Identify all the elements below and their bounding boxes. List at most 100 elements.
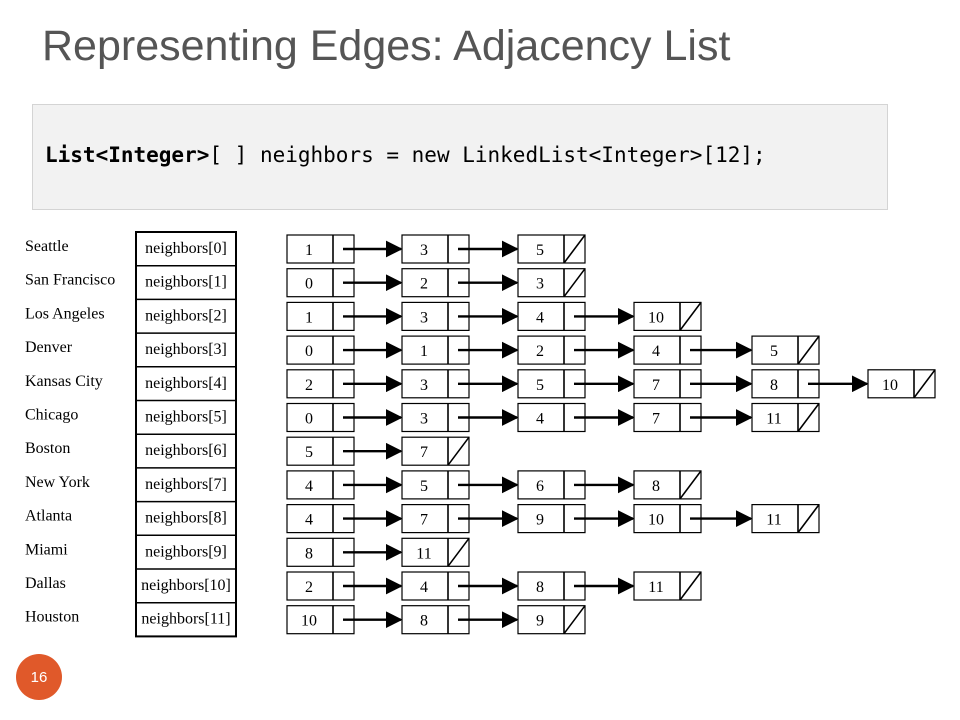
code-box: List<Integer>[ ] neighbors = new LinkedL… bbox=[32, 104, 888, 210]
node-value: 6 bbox=[536, 478, 544, 495]
node-value: 11 bbox=[648, 579, 663, 596]
city-label: Atlanta bbox=[25, 508, 72, 525]
city-label: New York bbox=[25, 474, 90, 491]
city-label: Seattle bbox=[25, 238, 69, 255]
array-cell-label: neighbors[4] bbox=[145, 375, 227, 392]
neighbors-array: neighbors[0]neighbors[1]neighbors[2]neig… bbox=[135, 231, 237, 638]
null-pointer-slash bbox=[913, 369, 936, 399]
node-value: 4 bbox=[652, 343, 660, 360]
list-node bbox=[401, 504, 470, 534]
array-cell-label: neighbors[10] bbox=[141, 577, 231, 594]
list-node bbox=[751, 369, 820, 399]
node-value: 1 bbox=[305, 242, 313, 259]
city-label: Boston bbox=[25, 440, 70, 457]
list-node bbox=[401, 301, 470, 331]
null-pointer-slash bbox=[679, 301, 702, 331]
node-value: 1 bbox=[420, 343, 428, 360]
node-value: 4 bbox=[536, 411, 544, 428]
null-pointer-slash bbox=[563, 268, 586, 298]
slide-title: Representing Edges: Adjacency List bbox=[42, 22, 731, 70]
list-node bbox=[401, 571, 470, 601]
node-value: 8 bbox=[536, 579, 544, 596]
array-cell-label: neighbors[3] bbox=[145, 341, 227, 358]
list-node bbox=[633, 504, 702, 534]
list-node bbox=[517, 470, 586, 500]
list-node bbox=[401, 470, 470, 500]
list-node bbox=[517, 504, 586, 534]
node-value: 5 bbox=[536, 377, 544, 394]
node-value: 2 bbox=[420, 276, 428, 293]
list-node bbox=[633, 571, 702, 601]
null-pointer-slash bbox=[447, 537, 470, 567]
array-cell-label: neighbors[5] bbox=[145, 409, 227, 426]
list-node bbox=[286, 537, 355, 567]
array-cell-label: neighbors[7] bbox=[145, 476, 227, 493]
node-value: 11 bbox=[766, 411, 781, 428]
node-value: 2 bbox=[536, 343, 544, 360]
node-value: 3 bbox=[536, 276, 544, 293]
null-pointer-slash bbox=[563, 234, 586, 264]
null-pointer-slash bbox=[679, 470, 702, 500]
list-node bbox=[633, 369, 702, 399]
node-value: 0 bbox=[305, 276, 313, 293]
node-value: 9 bbox=[536, 512, 544, 529]
array-cell-label: neighbors[0] bbox=[145, 240, 227, 257]
list-node bbox=[401, 369, 470, 399]
list-node bbox=[286, 571, 355, 601]
node-value: 5 bbox=[305, 444, 313, 461]
node-value: 9 bbox=[536, 613, 544, 630]
city-label: Denver bbox=[25, 339, 73, 356]
list-node bbox=[286, 335, 355, 365]
list-node bbox=[517, 301, 586, 331]
node-value: 0 bbox=[305, 411, 313, 428]
code-type: List<Integer> bbox=[45, 143, 210, 167]
code-line: List<Integer>[ ] neighbors = new LinkedL… bbox=[45, 143, 766, 167]
node-value: 2 bbox=[305, 377, 313, 394]
node-value: 4 bbox=[536, 309, 544, 326]
null-pointer-slash bbox=[563, 605, 586, 635]
null-pointer-slash bbox=[797, 403, 820, 432]
null-pointer-slash bbox=[797, 504, 820, 534]
node-value: 10 bbox=[882, 377, 898, 394]
list-node bbox=[633, 402, 702, 433]
node-value: 7 bbox=[420, 444, 428, 461]
list-node bbox=[286, 268, 355, 298]
list-node bbox=[286, 470, 355, 500]
node-value: 4 bbox=[305, 512, 313, 529]
node-value: 3 bbox=[420, 242, 428, 259]
node-value: 3 bbox=[420, 309, 428, 326]
node-value: 7 bbox=[652, 377, 660, 394]
array-cell-label: neighbors[6] bbox=[145, 442, 227, 459]
list-node bbox=[286, 369, 355, 399]
node-value: 4 bbox=[420, 579, 428, 596]
node-value: 7 bbox=[652, 411, 660, 428]
list-node bbox=[286, 504, 355, 534]
null-pointer-slash bbox=[797, 335, 820, 365]
null-pointer-slash bbox=[679, 571, 702, 601]
list-node bbox=[401, 234, 470, 264]
slide-number-badge: 16 bbox=[16, 654, 62, 700]
city-label: San Francisco bbox=[25, 272, 115, 289]
node-value: 10 bbox=[648, 309, 664, 326]
list-node bbox=[286, 605, 355, 635]
node-value: 3 bbox=[420, 377, 428, 394]
node-value: 5 bbox=[536, 242, 544, 259]
array-cell-label: neighbors[8] bbox=[145, 510, 227, 527]
list-node bbox=[401, 268, 470, 298]
node-value: 11 bbox=[766, 512, 781, 529]
node-value: 8 bbox=[770, 377, 778, 394]
node-value: 3 bbox=[420, 411, 428, 428]
code-rest: [ ] neighbors = new LinkedList<Integer>[… bbox=[209, 143, 766, 167]
city-label: Houston bbox=[25, 609, 79, 626]
city-label: Miami bbox=[25, 541, 68, 558]
array-cell-label: neighbors[9] bbox=[145, 543, 227, 560]
list-node bbox=[517, 571, 586, 601]
list-node bbox=[517, 335, 586, 365]
city-label: Chicago bbox=[25, 407, 78, 424]
list-node bbox=[286, 301, 355, 331]
node-value: 5 bbox=[420, 478, 428, 495]
node-value: 8 bbox=[420, 613, 428, 630]
